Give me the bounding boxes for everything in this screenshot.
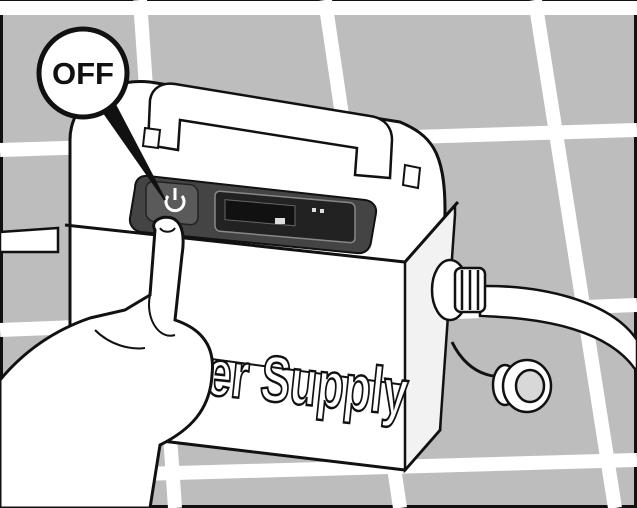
handle-slot-right xyxy=(403,165,420,188)
callout-label: OFF xyxy=(52,56,114,91)
socket-connector xyxy=(493,360,551,412)
cable-connector xyxy=(432,260,485,320)
handle-slot-left xyxy=(143,128,160,148)
left-cable xyxy=(0,228,58,252)
